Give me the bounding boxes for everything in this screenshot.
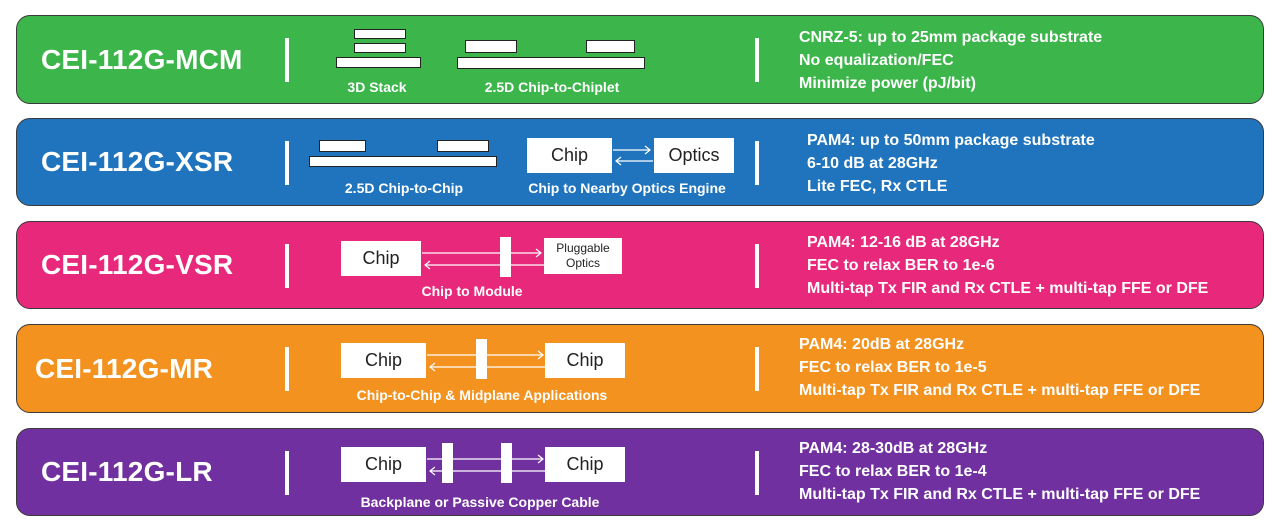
- chip-box: Chip: [527, 138, 612, 173]
- spec-list: PAM4: 20dB at 28GHz FEC to relax BER to …: [799, 333, 1200, 402]
- spec-line: Multi-tap Tx FIR and Rx CTLE + multi-tap…: [799, 382, 1201, 399]
- chip-box: Chip: [341, 447, 426, 482]
- box-label: Optics: [565, 256, 600, 270]
- spec-line: Minimize power (pJ/bit): [799, 75, 976, 92]
- row-title: CEI-112G-MR: [35, 352, 214, 384]
- caption-chip-to-chip-midplane: Chip-to-Chip & Midplane Applications: [356, 387, 608, 403]
- spec-list: PAM4: 12-16 dB at 28GHz FEC to relax BER…: [807, 231, 1208, 300]
- row-mcm: CEI-112G-MCM 3D Stack 2.5D Chip-to-Chipl…: [16, 15, 1264, 104]
- caption-backplane-copper: Backplane or Passive Copper Cable: [360, 494, 600, 510]
- caption-chip-to-chiplet: 2.5D Chip-to-Chiplet: [484, 79, 620, 95]
- spec-line: 6-10 dB at 28GHz: [807, 155, 938, 172]
- chip-box: Chip: [341, 241, 421, 276]
- chip-box: Chip: [341, 343, 426, 378]
- spec-line: PAM4: up to 50mm package substrate: [807, 132, 1095, 149]
- spec-line: PAM4: 20dB at 28GHz: [799, 336, 965, 353]
- divider: [755, 38, 759, 82]
- row-vsr: CEI-112G-VSR Chip Pluggable Optics Chip …: [16, 221, 1264, 309]
- box-label: Pluggable: [556, 241, 610, 255]
- divider: [755, 347, 759, 391]
- spec-line: No equalization/FEC: [799, 52, 954, 69]
- spec-list: PAM4: 28-30dB at 28GHz FEC to relax BER …: [799, 437, 1200, 506]
- connector: [500, 237, 511, 277]
- row-title: CEI-112G-MCM: [41, 43, 243, 75]
- chip-block: [437, 140, 489, 152]
- divider: [285, 244, 289, 288]
- row-title: CEI-112G-VSR: [41, 249, 234, 280]
- spec-line: Multi-tap Tx FIR and Rx CTLE + multi-tap…: [799, 486, 1201, 503]
- divider: [285, 38, 289, 82]
- divider: [755, 141, 759, 185]
- spec-line: Multi-tap Tx FIR and Rx CTLE + multi-tap…: [807, 280, 1209, 297]
- row-title: CEI-112G-XSR: [41, 146, 234, 177]
- row-lr: CEI-112G-LR Chip Chip Backplane or Passi…: [16, 428, 1264, 516]
- row-xsr: CEI-112G-XSR 2.5D Chip-to-Chip Chip Opti…: [16, 118, 1264, 206]
- spec-line: CNRZ-5: up to 25mm package substrate: [799, 29, 1103, 46]
- optics-box: Optics: [654, 138, 734, 173]
- divider: [285, 141, 289, 185]
- pluggable-optics-box: Pluggable Optics: [544, 238, 622, 274]
- bidirectional-arrows: [422, 248, 544, 270]
- divider: [755, 451, 759, 495]
- caption-chip-to-chip: 2.5D Chip-to-Chip: [344, 180, 464, 196]
- row-mr: CEI-112G-MR Chip Chip Chip-to-Chip & Mid…: [16, 324, 1264, 413]
- chip-box: Chip: [545, 343, 625, 378]
- backplane-connector: [442, 443, 453, 483]
- spec-line: FEC to relax BER to 1e-6: [807, 257, 995, 274]
- spec-list: CNRZ-5: up to 25mm package substrate No …: [799, 26, 1102, 95]
- stack-layer-top: [354, 29, 406, 39]
- backplane-connector: [501, 443, 512, 483]
- midplane-connector: [476, 339, 487, 379]
- caption-3d-stack: 3D Stack: [347, 79, 407, 95]
- chip-box: Chip: [545, 447, 625, 482]
- divider: [755, 244, 759, 288]
- spec-list: PAM4: up to 50mm package substrate 6-10 …: [807, 129, 1095, 198]
- spec-line: PAM4: 28-30dB at 28GHz: [799, 440, 988, 457]
- stack-layer-middle: [354, 43, 406, 53]
- spec-line: FEC to relax BER to 1e-5: [799, 359, 987, 376]
- stack-substrate: [336, 57, 421, 68]
- caption-chip-to-optics: Chip to Nearby Optics Engine: [528, 180, 726, 196]
- caption-chip-to-module: Chip to Module: [421, 283, 523, 299]
- chip-block: [319, 140, 366, 152]
- bidirectional-arrows: [613, 145, 653, 166]
- spec-line: Lite FEC, Rx CTLE: [807, 178, 948, 195]
- spec-line: PAM4: 12-16 dB at 28GHz: [807, 234, 1000, 251]
- chip-block: [465, 40, 517, 53]
- divider: [285, 347, 289, 391]
- interposer: [309, 156, 497, 167]
- row-title: CEI-112G-LR: [41, 456, 213, 487]
- interposer: [457, 57, 645, 69]
- spec-line: FEC to relax BER to 1e-4: [799, 463, 987, 480]
- divider: [285, 451, 289, 495]
- chiplet-block: [586, 40, 635, 53]
